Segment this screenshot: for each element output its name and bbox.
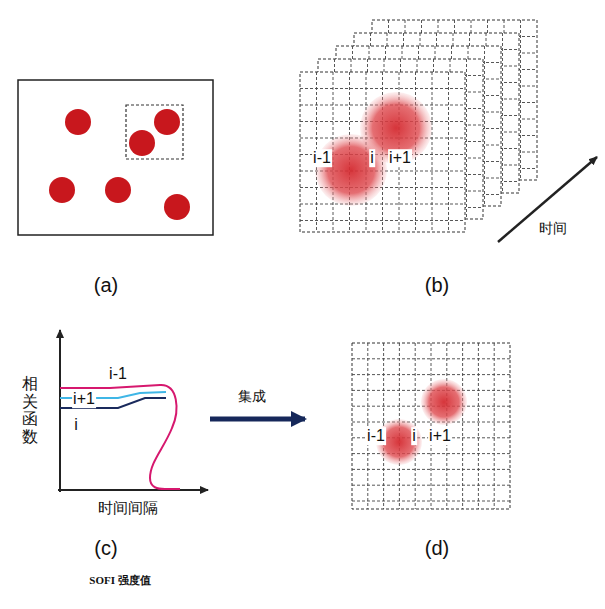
text-label: i — [369, 149, 375, 167]
text-label: i — [73, 416, 79, 434]
text-label: 时间间隔 — [98, 500, 158, 517]
text-label: 时间 — [539, 221, 567, 236]
text-label: i-1 — [312, 149, 332, 167]
integrate-arrow — [210, 417, 305, 422]
text-label: (d) — [425, 537, 449, 559]
dashed-grid — [300, 72, 465, 232]
panel-d-spots — [376, 379, 467, 465]
panel-b-spots — [315, 92, 432, 206]
text-label: i-1 — [108, 365, 128, 383]
text-label: i+1 — [428, 427, 452, 445]
text-label: SOFI 强度值 — [89, 574, 150, 586]
text-label: i+1 — [388, 149, 412, 167]
text-label: i+1 — [72, 390, 96, 408]
dashed-grid — [352, 343, 510, 509]
text-label: 集成 — [238, 389, 266, 404]
text-label: i — [411, 427, 417, 445]
text-label: (a) — [94, 274, 118, 296]
correlation-chart — [58, 330, 208, 492]
text-label: i-1 — [366, 427, 386, 445]
sofi-grid — [352, 343, 510, 509]
text-label: (b) — [425, 274, 449, 296]
frame-stack — [300, 20, 537, 232]
panel-a — [18, 80, 213, 235]
time-arrow — [498, 157, 597, 242]
axis-title: 相关函数 — [22, 375, 38, 445]
text-label: (c) — [94, 537, 117, 559]
